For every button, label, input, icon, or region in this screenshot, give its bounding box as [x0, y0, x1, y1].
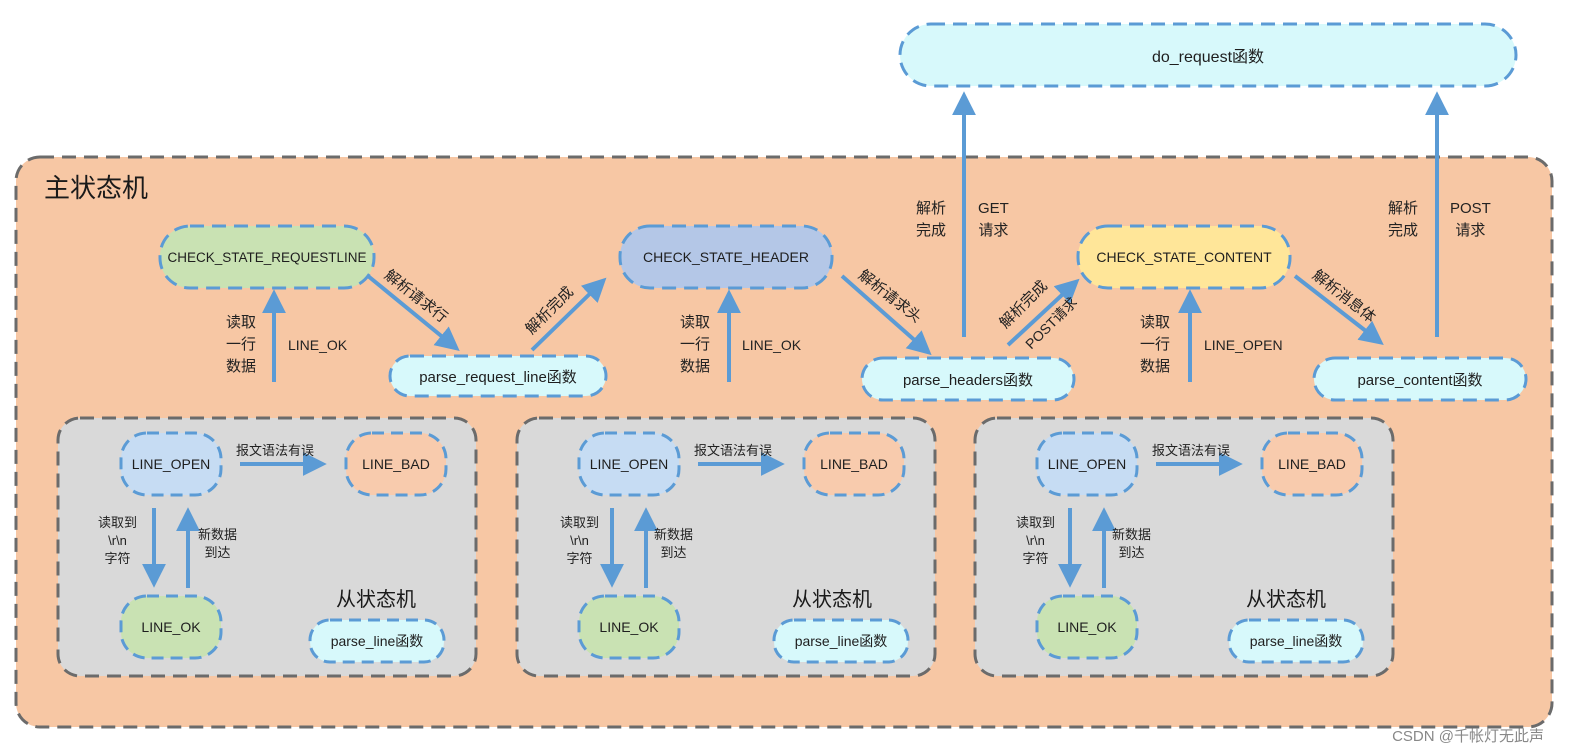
line-bad-node	[344, 431, 448, 497]
state-content-label: CHECK_STATE_CONTENT	[1096, 249, 1272, 265]
parse-done-edge-label: 解析完成	[522, 283, 577, 338]
sub-state-machine-title: 从状态机	[336, 587, 416, 611]
parse-line-label: parse_line函数	[794, 633, 888, 649]
arrow-requestline-to-parse	[366, 274, 460, 352]
arrow-content-to-parse-content	[1293, 274, 1384, 345]
state-content-node	[1076, 224, 1292, 290]
read-crlf-label: 读取到 \r\n 字符	[98, 515, 138, 566]
line-open-label: LINE_OPEN	[589, 456, 669, 472]
line-bad-node	[1260, 431, 1364, 497]
state-requestline-node	[158, 224, 376, 290]
syntax-error-label: 报文语法有误	[236, 443, 315, 458]
sub-state-machine-title: 从状态机	[1246, 587, 1326, 611]
get-request-label: GET 请求	[978, 200, 1009, 239]
line-bad-label: LINE_BAD	[362, 456, 430, 472]
do-request-node	[898, 22, 1518, 88]
state-requestline-label: CHECK_STATE_REQUESTLINE	[167, 249, 367, 265]
watermark: CSDN @千帐灯无此声	[1392, 728, 1544, 745]
line-open-node	[1035, 431, 1139, 497]
line-open-node	[577, 431, 681, 497]
read-line-label: 读取 一行 数据	[680, 314, 711, 375]
line-bad-label: LINE_BAD	[820, 456, 888, 472]
new-data-label: 新数据 到达	[198, 527, 238, 560]
line-bad-node	[802, 431, 906, 497]
line-ok-edge-label: LINE_OK	[742, 337, 802, 353]
line-ok-label: LINE_OK	[599, 619, 659, 635]
line-bad-label: LINE_BAD	[1278, 456, 1346, 472]
read-line-label: 读取 一行 数据	[226, 314, 257, 375]
read-line-label: 读取 一行 数据	[1140, 314, 1171, 375]
line-ok-node	[577, 594, 681, 660]
line-ok-label: LINE_OK	[1057, 619, 1117, 635]
post-request-label: POST 请求	[1450, 200, 1491, 239]
line-ok-edge-label: LINE_OK	[288, 337, 348, 353]
sub-state-machine-title: 从状态机	[792, 587, 872, 611]
parse-line-label: parse_line函数	[1249, 633, 1343, 649]
parse-request-line-label: parse_request_line函数	[419, 368, 577, 386]
line-open-label: LINE_OPEN	[131, 456, 211, 472]
read-crlf-label: 读取到 \r\n 字符	[560, 515, 600, 566]
parse-request-line-node	[388, 354, 608, 398]
line-ok-label: LINE_OK	[141, 619, 201, 635]
arrow-header-to-parse-headers	[840, 274, 932, 356]
line-open-node	[119, 431, 223, 497]
parse-content-label: parse_content函数	[1357, 371, 1483, 389]
new-data-label: 新数据 到达	[654, 527, 694, 560]
do-request-label: do_request函数	[1151, 49, 1265, 66]
parse-body-edge-label: 解析消息体	[1309, 266, 1379, 327]
parse-line-label: parse_line函数	[330, 633, 424, 649]
parse-line-node	[1227, 618, 1365, 664]
parse-line-node	[772, 618, 910, 664]
arrow-parse-to-header	[530, 277, 607, 352]
parse-headers-node	[860, 356, 1076, 402]
state-header-label: CHECK_STATE_HEADER	[643, 249, 809, 265]
parse-headers-label: parse_headers函数	[902, 371, 1034, 389]
line-ok-node	[1035, 594, 1139, 660]
post-done-label: 解析 完成	[1388, 200, 1419, 239]
read-crlf-label: 读取到 \r\n 字符	[1016, 515, 1056, 566]
syntax-error-label: 报文语法有误	[694, 443, 773, 458]
syntax-error-label: 报文语法有误	[1152, 443, 1231, 458]
parse-content-node	[1312, 356, 1528, 402]
main-state-machine-title: 主状态机	[44, 174, 149, 204]
line-open-label: LINE_OPEN	[1047, 456, 1127, 472]
parse-line-node	[308, 618, 446, 664]
new-data-label: 新数据 到达	[1112, 527, 1152, 560]
line-ok-node	[119, 594, 223, 660]
state-header-node	[618, 224, 834, 290]
line-open-edge-label: LINE_OPEN	[1204, 337, 1283, 353]
get-done-label: 解析 完成	[916, 200, 947, 239]
arrow-parse-headers-to-content	[1006, 278, 1080, 347]
parse-request-line-edge-label: 解析请求行	[381, 266, 451, 327]
parse-headers-edge-label: 解析请求头	[855, 266, 925, 327]
